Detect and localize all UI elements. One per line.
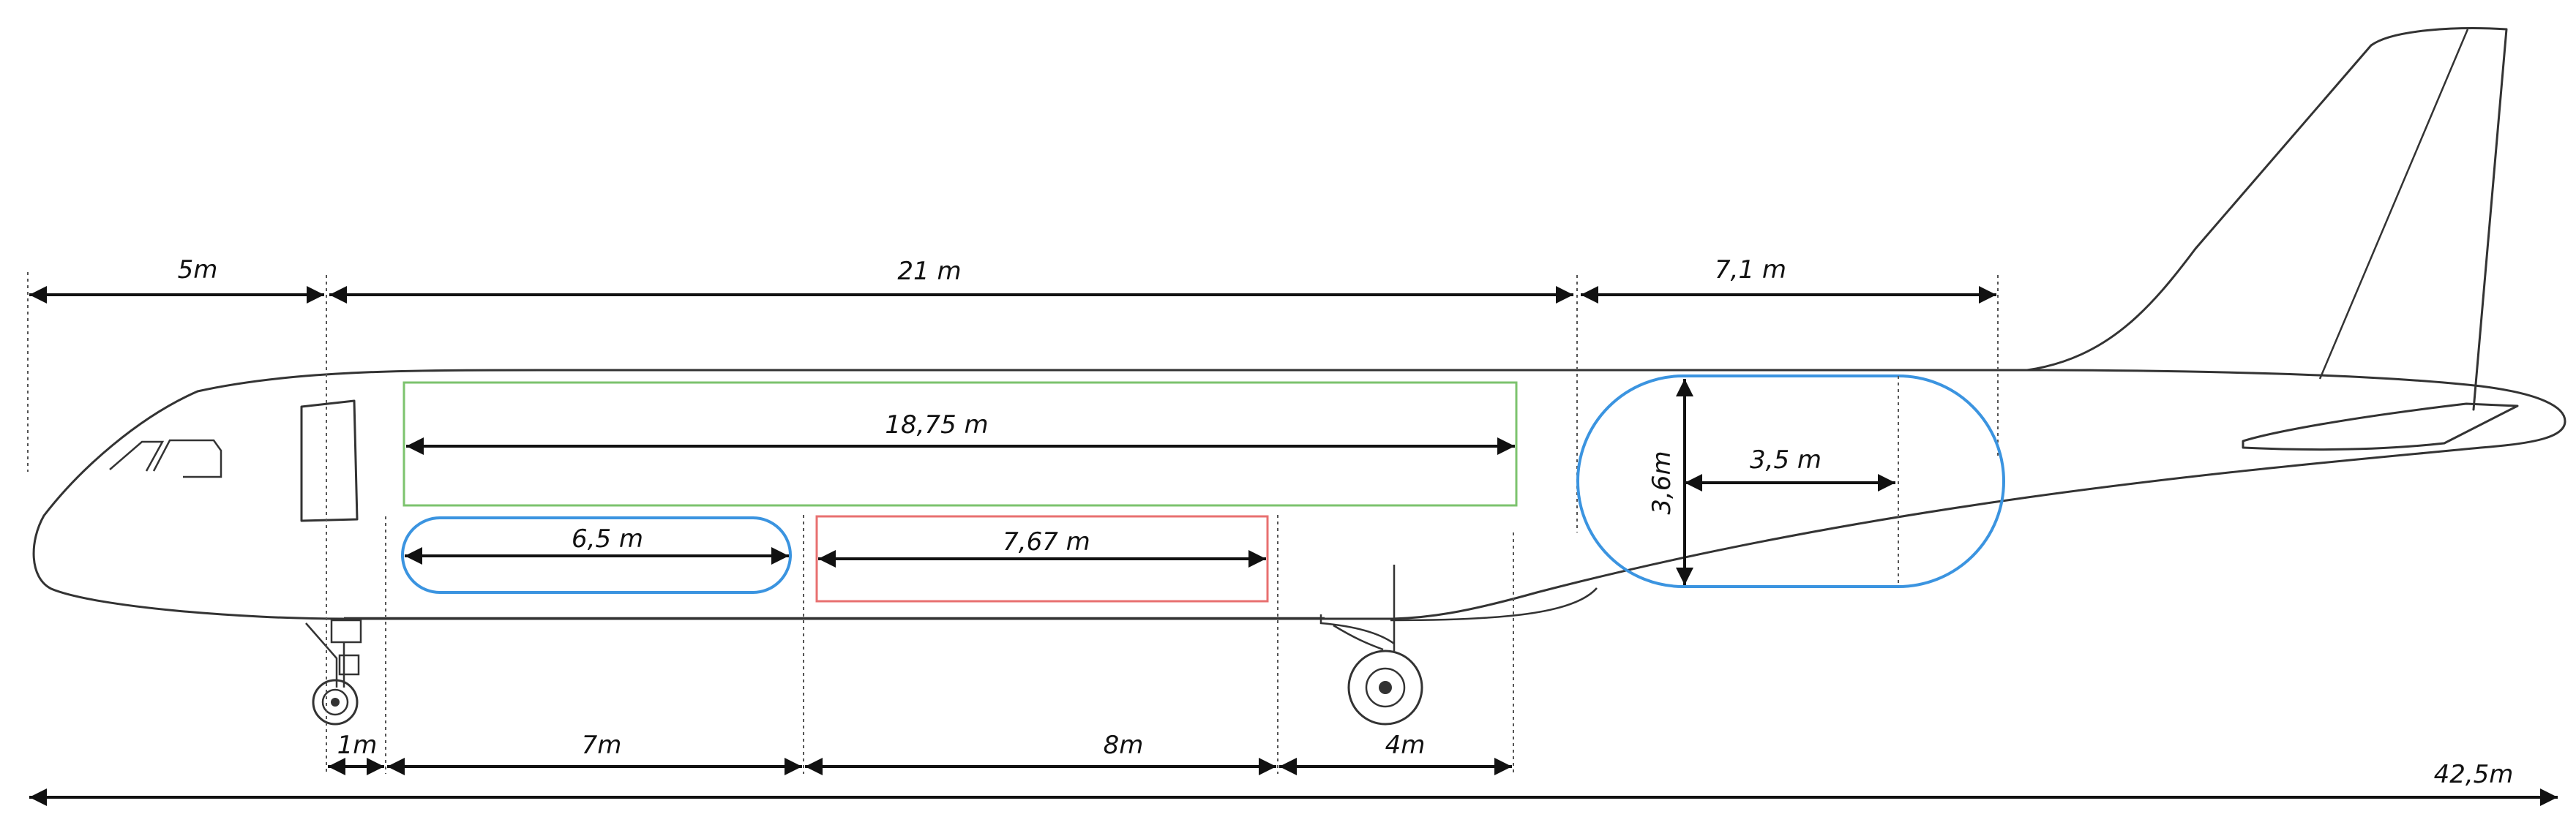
label-total: 42,5m <box>2434 760 2514 789</box>
label-blue-zone: 6,5 m <box>572 524 643 554</box>
green-zone <box>402 381 1518 507</box>
label-rear-width: 3,5 m <box>1750 445 1821 475</box>
cockpit-window-left <box>109 440 165 472</box>
label-seg-1: 1m <box>337 731 378 760</box>
fuselage <box>32 369 2566 620</box>
dimension-labels: 5m 21 m 7,1 m 18,75 m 6,5 m 7,67 m 3,6m … <box>178 255 2514 789</box>
cockpit-window-right <box>152 439 222 478</box>
cockpit-windows <box>109 439 222 478</box>
front-landing-gear <box>305 619 362 726</box>
blue-zone <box>401 516 792 594</box>
dimension-lines <box>29 286 2558 806</box>
main-wheel <box>1347 650 1423 726</box>
red-zone <box>815 515 1269 603</box>
label-seg-4: 4m <box>1385 731 1426 760</box>
wing-fairing <box>1319 614 1395 645</box>
tail-fin <box>2026 27 2508 411</box>
label-red-zone: 7,67 m <box>1003 527 1090 557</box>
label-green-zone: 18,75 m <box>885 410 988 440</box>
rear-zone <box>1576 374 2005 588</box>
label-rear-height: 3,6m <box>1647 451 1677 514</box>
horizontal-stabilizer <box>2242 402 2519 451</box>
label-cabin: 21 m <box>897 257 961 286</box>
reference-lines <box>27 272 1999 774</box>
rear-fairing <box>1390 587 1598 622</box>
label-seg-8: 8m <box>1104 731 1144 760</box>
label-rear: 7,1 m <box>1715 255 1786 285</box>
label-nose: 5m <box>178 255 218 285</box>
main-landing-gear <box>1333 565 1423 726</box>
fuselage-outline <box>32 369 2566 620</box>
front-door <box>300 399 359 522</box>
front-wheel <box>312 679 359 726</box>
tail-fin-spar <box>2318 29 2469 380</box>
label-seg-7: 7m <box>582 731 622 760</box>
